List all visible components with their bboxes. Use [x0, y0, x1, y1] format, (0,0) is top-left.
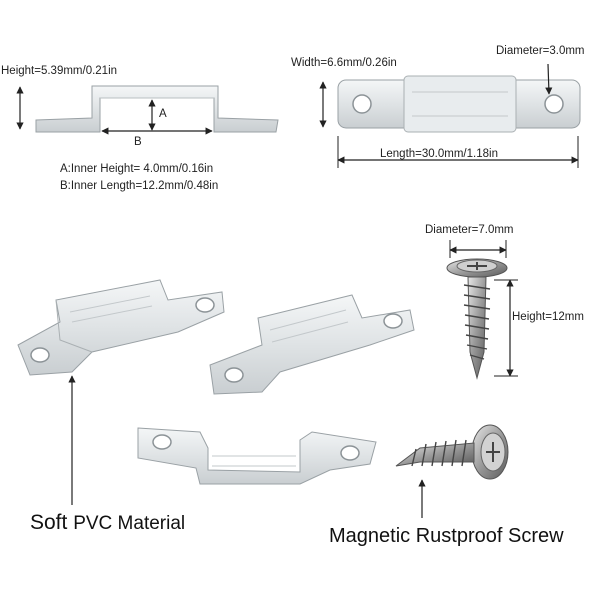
screw-horizontal-icon	[395, 424, 509, 480]
clip-perspective	[137, 427, 377, 485]
material-caption: Soft PVC Material	[30, 511, 185, 535]
material-caption-word: Soft	[30, 511, 68, 534]
width-label: Width=6.6mm/0.26in	[291, 57, 397, 69]
clip-perspective	[17, 279, 225, 376]
hole-diameter-arrow	[545, 63, 553, 95]
inner-length-label: B:Inner Length=12.2mm/0.48in	[60, 180, 219, 192]
screw-vertical-icon	[446, 258, 508, 380]
hole-icon	[544, 94, 564, 114]
side-height-label: Height=5.39mm/0.21in	[1, 65, 118, 77]
material-caption-rest: PVC Material	[73, 513, 186, 534]
length-label: Length=30.0mm/1.18in	[380, 148, 498, 160]
inner-length-marker: B	[134, 136, 142, 148]
clip-side-view	[35, 85, 279, 133]
clip-top-view	[337, 75, 581, 133]
screw-caption: Magnetic Rustproof Screw	[329, 525, 564, 547]
clip-perspective	[209, 294, 415, 395]
inner-height-marker: A	[159, 108, 167, 120]
hole-diameter-label: Diameter=3.0mm	[496, 45, 585, 57]
inner-height-label: A:Inner Height= 4.0mm/0.16in	[60, 163, 214, 175]
screw-height-label: Height=12mm	[512, 311, 584, 323]
hole-icon	[352, 94, 372, 114]
screw-diameter-label: Diameter=7.0mm	[425, 224, 514, 236]
